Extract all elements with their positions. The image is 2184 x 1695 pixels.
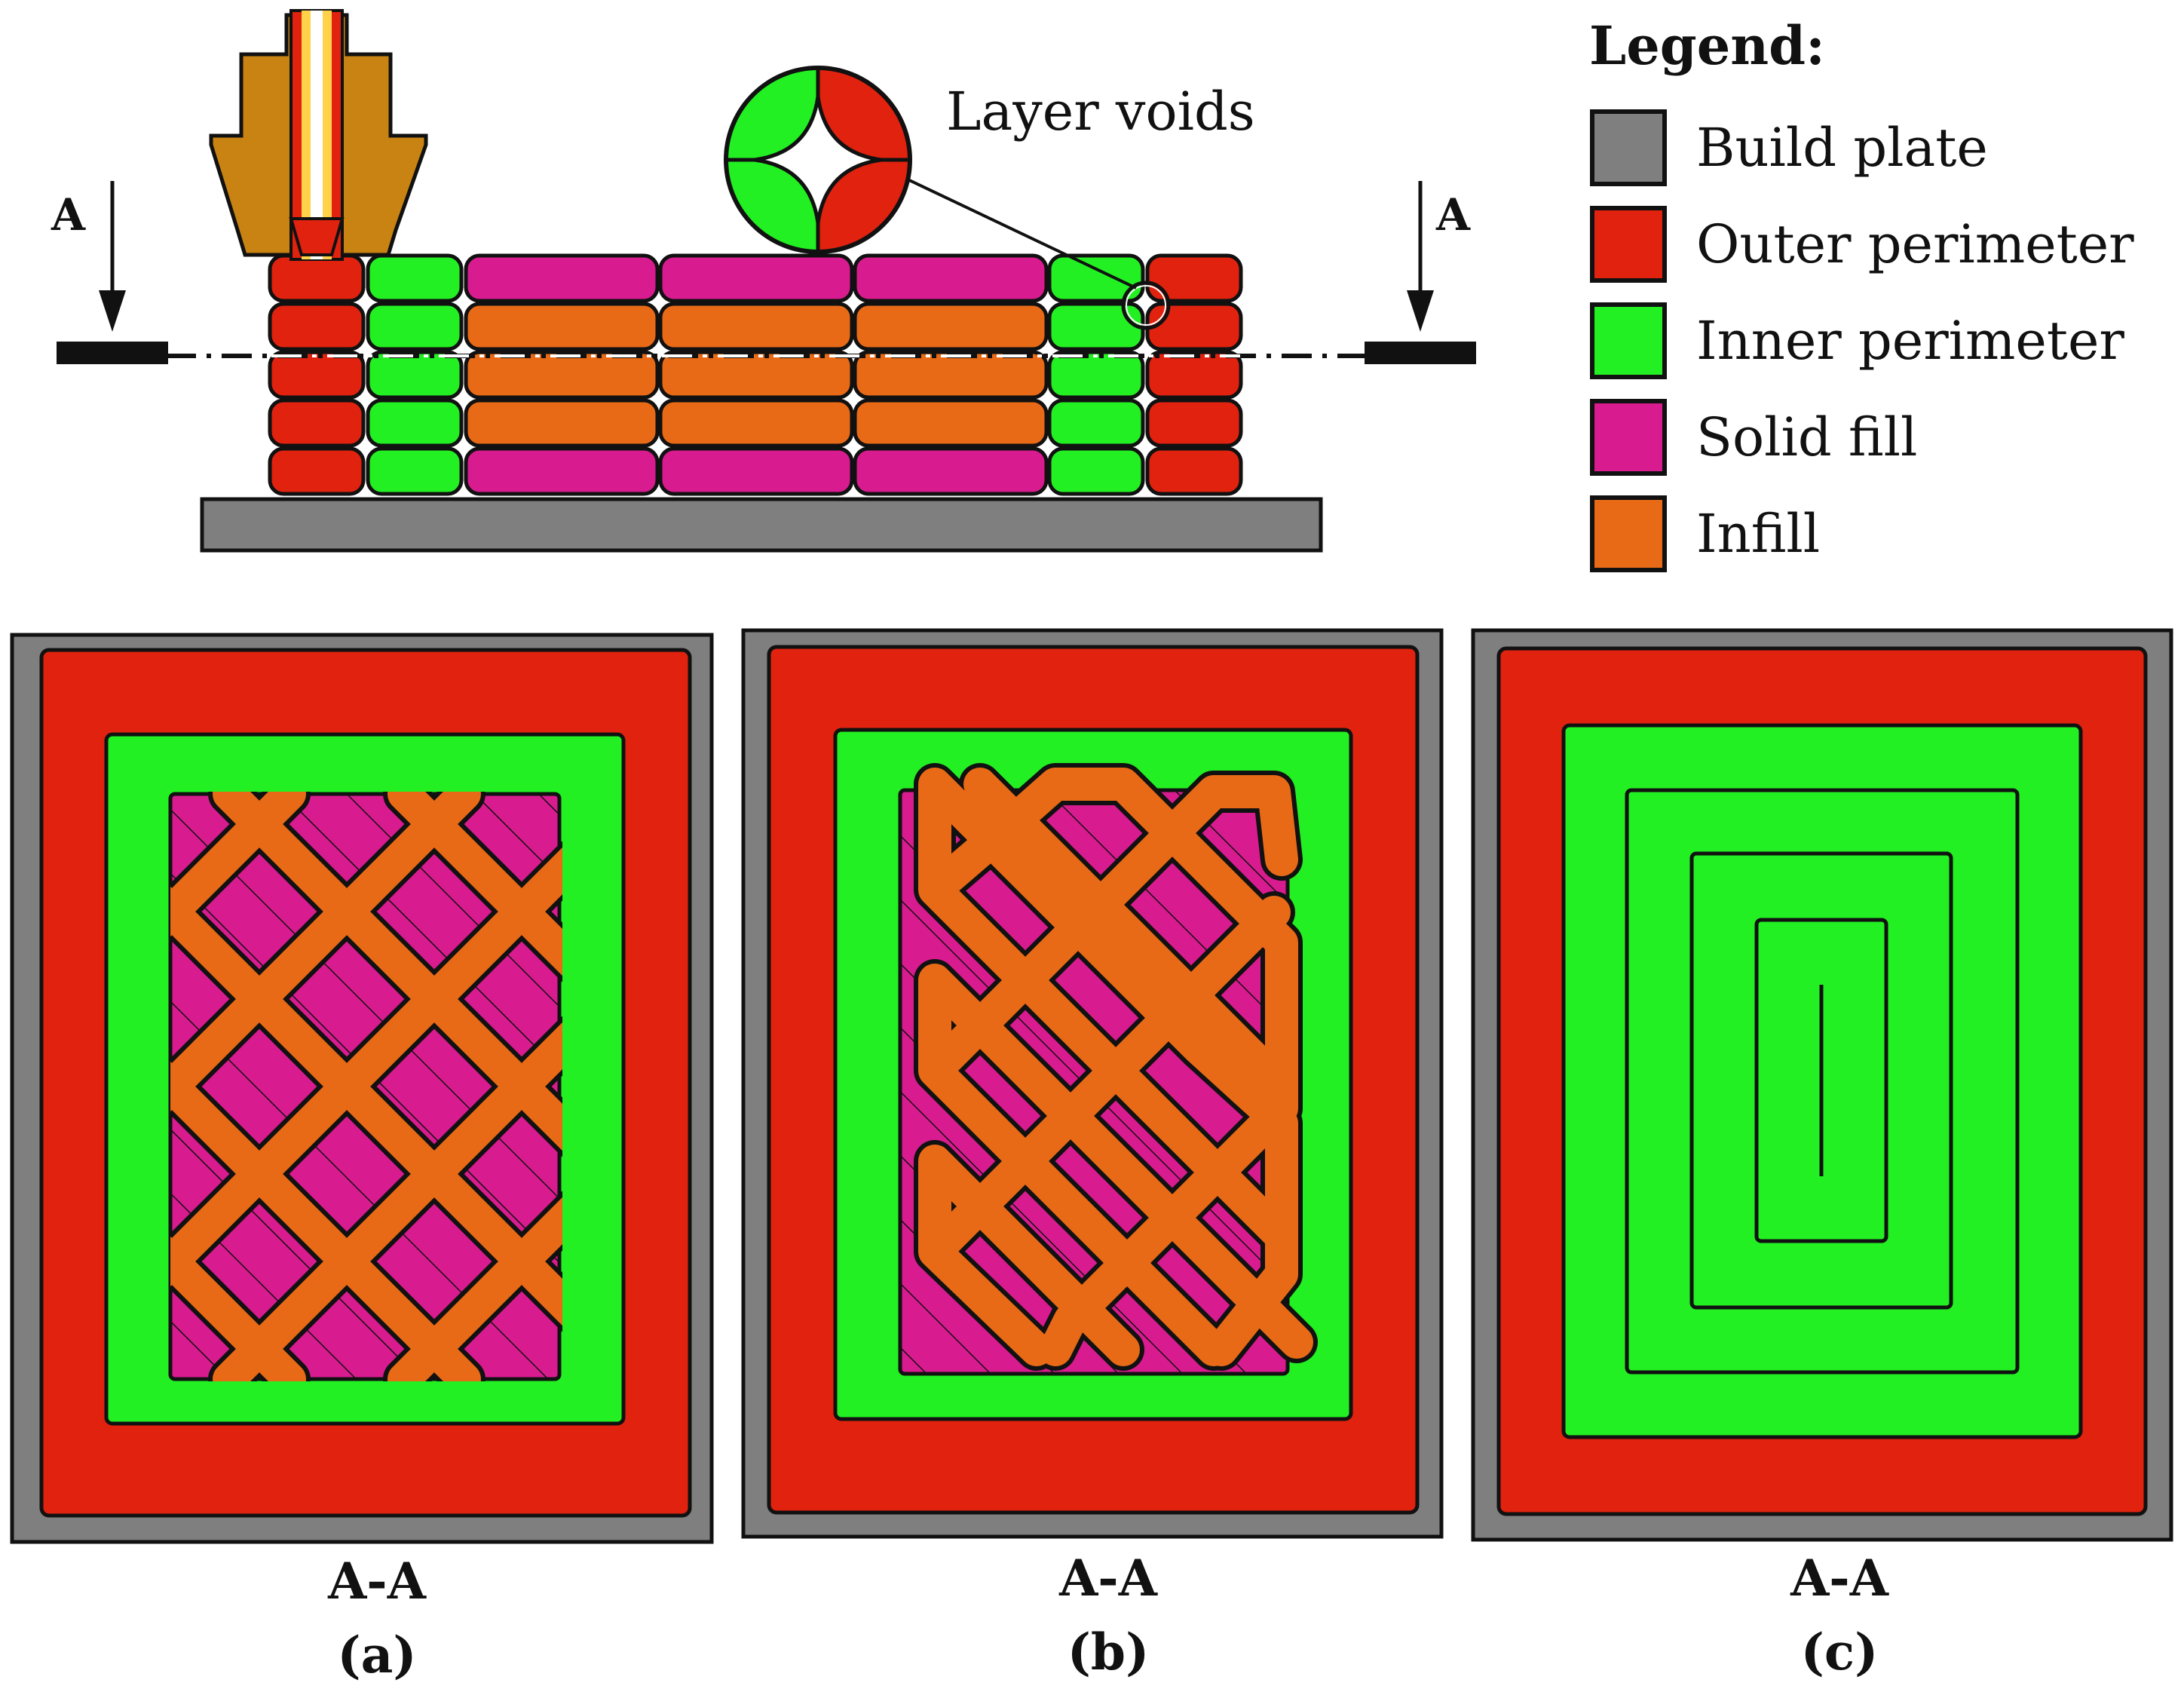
infill-strand-fill — [170, 1236, 306, 1381]
bead-outer-perimeter — [268, 350, 366, 400]
legend-swatch-infill — [1590, 495, 1667, 572]
legend-label-build_plate: Build plate — [1696, 117, 1988, 179]
bead-infill — [464, 398, 660, 448]
void-shape — [754, 96, 882, 224]
bead-inner-perimeter — [366, 253, 464, 303]
bead-infill — [464, 302, 660, 351]
panel-c-caption: (c) — [1801, 1623, 1879, 1681]
side-view: A A — [51, 9, 1476, 553]
section-marker-left: A — [51, 181, 168, 364]
infill-strand-fill — [387, 792, 562, 976]
bead-infill — [658, 398, 854, 448]
bead-outer-perimeter — [1145, 398, 1243, 448]
panel-c: A-A (c) — [1471, 628, 2173, 1681]
legend-swatch-outer_perimeter — [1590, 206, 1667, 283]
infill-strand-fill — [170, 1061, 481, 1381]
panel-b-infill — [914, 763, 1318, 1371]
bead-outer-perimeter — [1145, 446, 1243, 496]
bead-infill — [853, 302, 1049, 351]
legend-item-outer_perimeter: Outer perimeter — [1590, 206, 2134, 283]
bead-inner-perimeter — [366, 398, 464, 448]
panel-a-section-label: A-A — [327, 1552, 427, 1611]
bead-inner-perimeter — [366, 302, 464, 351]
infill-strand-fill — [170, 792, 306, 937]
void-magnifier — [724, 66, 912, 254]
panel-a-infill — [170, 792, 562, 1381]
layer-beads — [268, 253, 1243, 496]
legend-item-infill: Infill — [1590, 495, 1820, 572]
bead-solid-fill — [464, 253, 660, 303]
panel-c-concentric-lines — [1625, 788, 2020, 1375]
bead-infill — [658, 302, 854, 351]
bead-infill — [853, 398, 1049, 448]
section-marker-right-label: A — [1435, 189, 1471, 241]
bead-outer-perimeter — [1145, 302, 1243, 351]
nozzle-icon — [209, 9, 428, 261]
legend-swatch-inner_perimeter — [1590, 302, 1667, 379]
bead-inner-perimeter — [1047, 398, 1145, 448]
bead-infill — [464, 350, 660, 400]
bead-inner-perimeter — [1047, 302, 1145, 351]
bead-inner-perimeter — [1047, 350, 1145, 400]
bead-solid-fill — [853, 253, 1049, 303]
legend-label-solid_fill: Solid fill — [1696, 406, 1917, 468]
panel-b: A-A (b) — [741, 628, 1444, 1681]
bead-solid-fill — [658, 253, 854, 303]
legend-item-inner_perimeter: Inner perimeter — [1590, 302, 2124, 379]
section-marker-right: A — [1365, 181, 1476, 364]
panel-a-caption: (a) — [337, 1626, 416, 1684]
bead-infill — [853, 350, 1049, 400]
section-marker-left-label: A — [51, 189, 86, 241]
bead-inner-perimeter — [1047, 446, 1145, 496]
bead-solid-fill — [853, 446, 1049, 496]
bead-inner-perimeter — [366, 446, 464, 496]
infill-path — [918, 768, 1313, 1366]
panel-b-caption: (b) — [1067, 1623, 1150, 1681]
panel-b-section-label: A-A — [1058, 1549, 1158, 1608]
panel-a: A-A (a) — [10, 633, 714, 1684]
bead-inner-perimeter — [1047, 253, 1145, 303]
bead-outer-perimeter — [268, 398, 366, 448]
bead-infill — [658, 350, 854, 400]
bead-solid-fill — [658, 446, 854, 496]
bead-outer-perimeter — [1145, 350, 1243, 400]
legend-title: Legend: — [1589, 14, 1825, 77]
bead-outer-perimeter — [268, 253, 366, 303]
bead-outer-perimeter — [1145, 253, 1243, 303]
infill-strand-fill — [213, 792, 562, 1151]
layer-void-callout: Layer voids — [724, 66, 1255, 330]
legend-label-inner_perimeter: Inner perimeter — [1696, 310, 2124, 372]
legend-label-infill: Infill — [1696, 503, 1820, 565]
bead-solid-fill — [464, 446, 660, 496]
legend-label-outer_perimeter: Outer perimeter — [1696, 213, 2134, 275]
legend-swatch-solid_fill — [1590, 399, 1667, 476]
panel-c-section-label: A-A — [1790, 1549, 1889, 1608]
build-plate-bar — [200, 497, 1323, 553]
legend-swatch-build_plate — [1590, 109, 1667, 186]
infill-strand-fill — [387, 1197, 562, 1381]
layer-voids-label: Layer voids — [946, 81, 1255, 143]
bead-inner-perimeter — [366, 350, 464, 400]
infill-strand-fill — [170, 886, 562, 1326]
legend-item-solid_fill: Solid fill — [1590, 399, 1917, 476]
bead-outer-perimeter — [268, 446, 366, 496]
legend-item-build_plate: Build plate — [1590, 109, 1988, 186]
bead-outer-perimeter — [268, 302, 366, 351]
